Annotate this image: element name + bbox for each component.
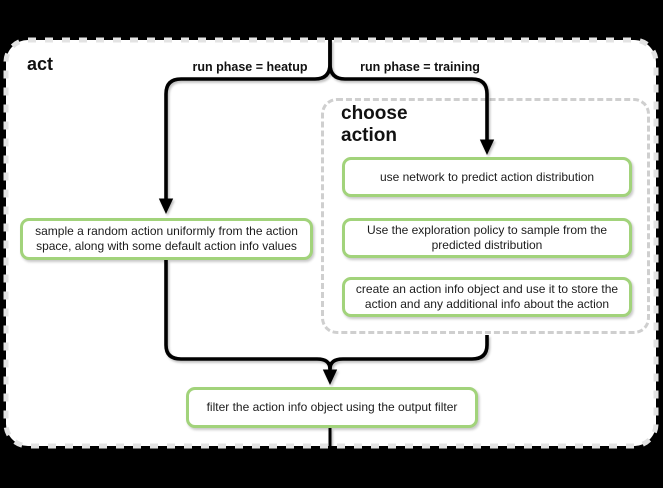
- function-title: act: [27, 54, 54, 74]
- choose-action-group-title: choose action: [341, 103, 408, 146]
- branch-label-training: run phase = training: [360, 60, 480, 74]
- node-create-action-info-object: create an action info object and use it …: [342, 277, 632, 317]
- connector-heatup-merge: [164, 260, 332, 370]
- branch-label-heatup: run phase = heatup: [192, 60, 308, 74]
- node-predict-action-distribution: use network to predict action distributi…: [342, 157, 632, 197]
- connector-training-merge: [328, 335, 489, 370]
- node-filter-action-info: filter the action info object using the …: [186, 387, 478, 428]
- node-sample-random-action: sample a random action uniformly from th…: [20, 218, 313, 260]
- arrowhead-merge-icon: [322, 369, 338, 385]
- arrowhead-heatup-icon: [158, 198, 174, 214]
- node-exploration-policy-sample: Use the exploration policy to sample fro…: [342, 218, 632, 258]
